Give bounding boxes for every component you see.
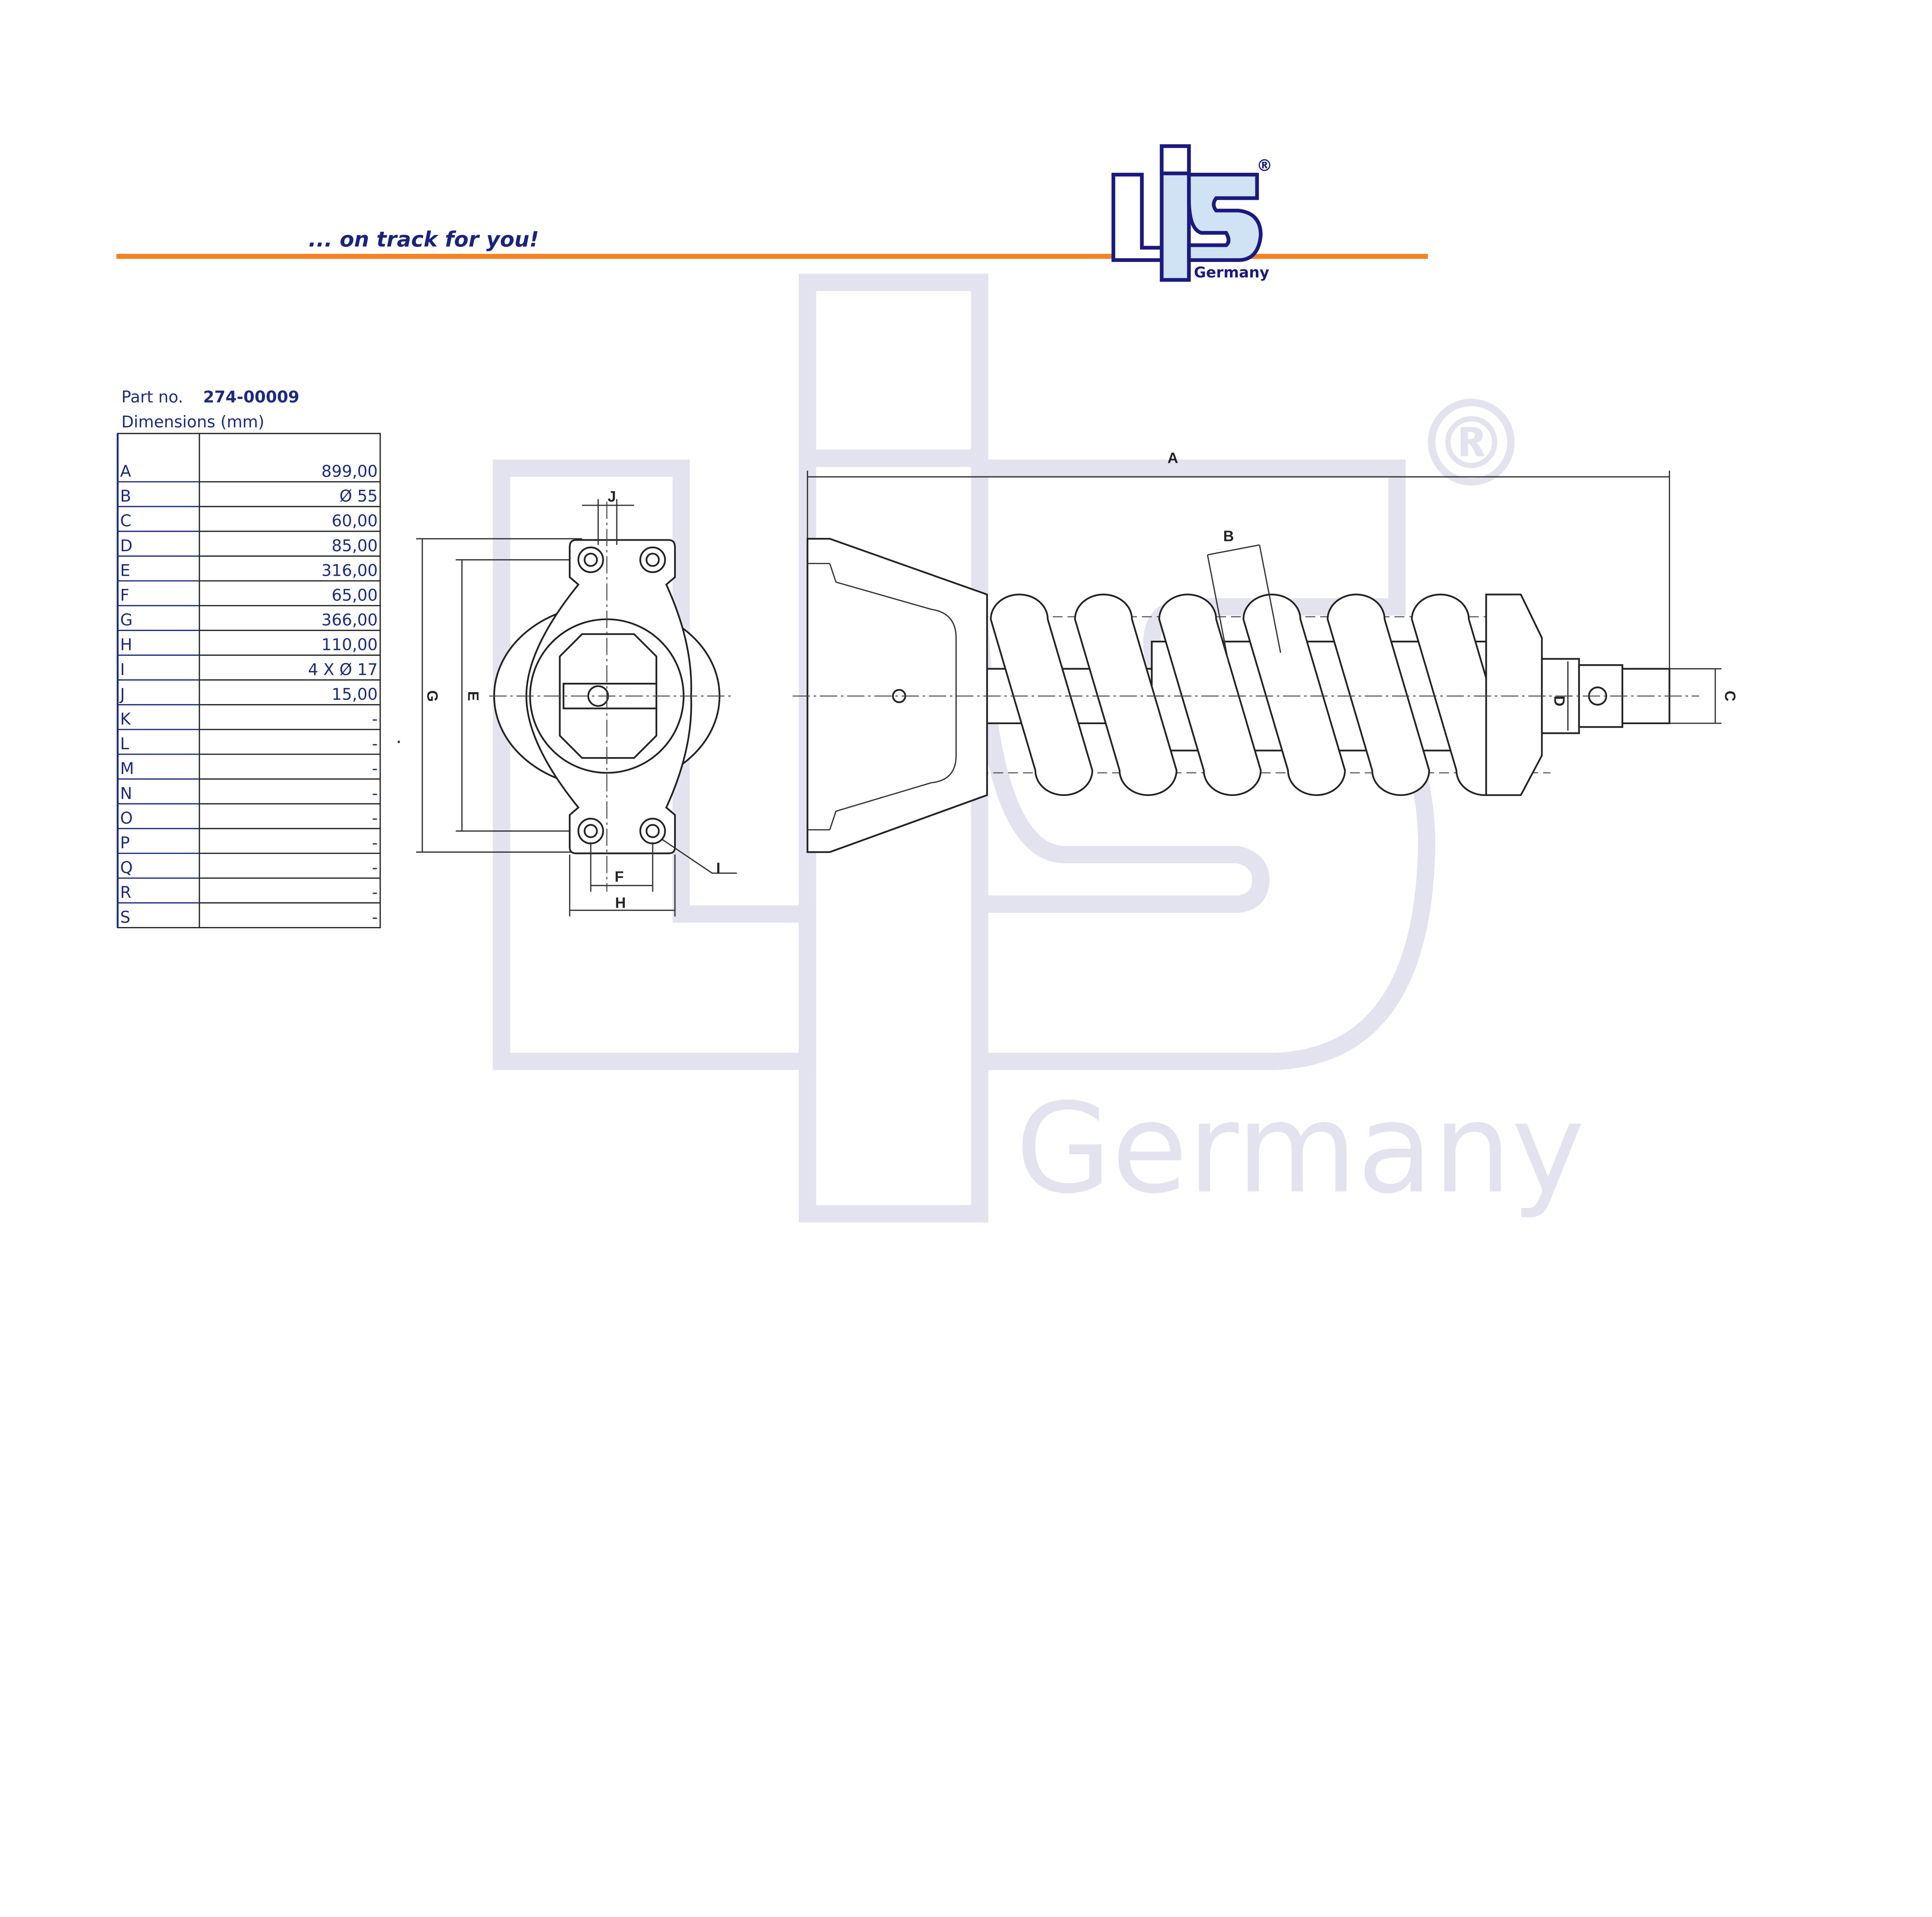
dimension-value: 899,00 xyxy=(321,462,378,481)
label-b: B xyxy=(1223,528,1234,545)
logo-germany: Germany xyxy=(1194,264,1269,281)
dimension-key: B xyxy=(120,486,131,505)
dimension-key: R xyxy=(120,883,131,902)
dimension-key: N xyxy=(120,784,132,803)
table-row: S- xyxy=(120,908,378,927)
dimension-key: Q xyxy=(120,858,133,877)
part-no-value: 274-00009 xyxy=(203,388,299,407)
label-c: C xyxy=(1722,691,1738,701)
dimension-value: - xyxy=(372,734,378,753)
dimension-key: A xyxy=(120,462,131,481)
table-row: R- xyxy=(117,883,380,904)
dimension-value: 110,00 xyxy=(321,635,378,654)
table-row: P- xyxy=(117,833,380,854)
dimension-value: 85,00 xyxy=(332,536,378,555)
dimension-key: I xyxy=(120,660,125,679)
dimension-value: 60,00 xyxy=(332,511,378,530)
header: ... on track for you! ® Germany xyxy=(116,144,1428,282)
table-row: Q- xyxy=(117,858,380,879)
dimension-key: L xyxy=(120,734,129,753)
technical-drawing-sheet: ® Germany ... on track for you! ® German… xyxy=(116,144,1738,1223)
table-row: J 15,00 xyxy=(117,685,380,706)
label-d: D xyxy=(1551,696,1567,706)
dimension-key: O xyxy=(120,808,133,827)
table-row: L- xyxy=(117,734,380,755)
table-row: E 316,00 xyxy=(117,561,380,582)
spring-coil xyxy=(1158,594,1262,796)
dimension-value: 366,00 xyxy=(321,611,378,629)
label-i: I xyxy=(716,860,721,877)
dimension-value: - xyxy=(372,833,378,852)
table-row: K- xyxy=(117,709,380,730)
table-row: H 110,00 xyxy=(117,635,380,656)
mounting-holes xyxy=(577,546,666,844)
part-no-label: Part no. xyxy=(121,388,183,407)
lis-logo: ® Germany xyxy=(1111,144,1273,282)
stray-dot xyxy=(397,740,400,743)
dimension-key: P xyxy=(120,833,130,852)
dimension-value: - xyxy=(372,858,378,877)
dimension-labels: A B C D E F G H I J xyxy=(424,450,1738,912)
dimension-key: G xyxy=(120,611,133,629)
part-info: Part no. 274-00009 Dimensions (mm) xyxy=(121,388,299,431)
table-row: G 366,00 xyxy=(117,611,380,631)
dimension-value: - xyxy=(372,908,378,927)
dimensions-label: Dimensions (mm) xyxy=(121,412,264,431)
dimension-value: 4 X Ø 17 xyxy=(308,660,378,679)
dimension-value: - xyxy=(372,759,378,778)
spring-coil xyxy=(1327,594,1430,796)
table-row: I 4 X Ø 17 xyxy=(117,660,380,681)
spring-coil xyxy=(990,594,1094,796)
tagline: ... on track for you! xyxy=(308,227,539,252)
watermark-germany: Germany xyxy=(1015,1076,1585,1221)
label-a: A xyxy=(1167,450,1178,467)
table-row: F 65,00 xyxy=(117,585,380,606)
dimension-key: J xyxy=(119,685,125,704)
dimensions-table: A 899,00B Ø 55 C 60,00D 85,00E 316,00F 65,00G 36… xyxy=(117,433,381,929)
end-view-drawing xyxy=(416,499,737,917)
dimension-key: M xyxy=(120,759,134,778)
label-f: F xyxy=(615,869,624,885)
dimension-value: - xyxy=(372,883,378,902)
spring-coil xyxy=(1074,594,1178,796)
dimension-key: C xyxy=(120,511,131,530)
label-j: J xyxy=(608,488,616,505)
dimension-value: 65,00 xyxy=(332,585,378,604)
dimension-key: H xyxy=(120,635,132,654)
table-row: D 85,00 xyxy=(117,536,380,557)
spring-coil xyxy=(1242,594,1346,796)
table-row: C 60,00 xyxy=(117,511,380,532)
table-row: M- xyxy=(117,759,380,780)
table-row: A 899,00 xyxy=(117,462,380,483)
dimension-value: - xyxy=(372,709,378,728)
table-row: O- xyxy=(117,808,380,829)
dimension-value: 15,00 xyxy=(332,685,378,704)
dimension-value: 316,00 xyxy=(321,561,378,580)
dimension-value: Ø 55 xyxy=(340,486,378,505)
registered-mark: ® xyxy=(1257,156,1273,175)
table-row: B Ø 55 xyxy=(117,486,380,507)
dimension-value: - xyxy=(372,808,378,827)
dimension-key: F xyxy=(120,585,129,604)
label-e: E xyxy=(465,691,481,701)
side-view-drawing xyxy=(793,470,1722,853)
label-g: G xyxy=(424,690,440,702)
watermark-mark: ® xyxy=(1435,401,1507,485)
dimension-key: K xyxy=(120,709,131,728)
dimension-key: E xyxy=(120,561,130,580)
dimension-key: S xyxy=(120,908,130,927)
table-row: N- xyxy=(117,784,380,805)
dimension-value: - xyxy=(372,784,378,803)
dimension-key: D xyxy=(120,536,133,555)
label-h: H xyxy=(615,895,626,911)
